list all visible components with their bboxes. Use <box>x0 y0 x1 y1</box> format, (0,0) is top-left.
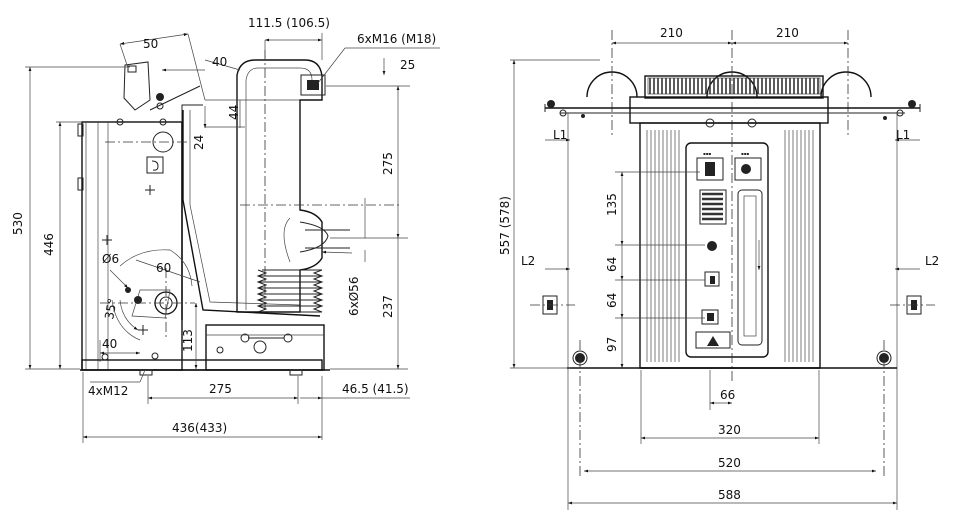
control-panel: ▪▪▪ ▪▪▪ <box>685 137 769 383</box>
side-grips <box>530 295 935 315</box>
side-dimension-lines <box>25 33 440 443</box>
dim-275-vertical: 275 <box>381 152 395 175</box>
dim-44: 44 <box>227 105 241 120</box>
front-body <box>639 118 821 369</box>
dim-overall-height: 557 (578) <box>498 196 512 255</box>
front-view: ▪▪▪ ▪▪▪ <box>498 26 939 510</box>
side-view: 50 40 111.5 (106.5) 6xM16 (M18) 25 44 24… <box>11 16 440 443</box>
label-l2-right: L2 <box>925 254 939 268</box>
dim-pitch-left: 210 <box>660 26 683 40</box>
dim-46-5: 46.5 (41.5) <box>342 382 409 396</box>
side-cabinet-outline <box>77 104 330 376</box>
dim-60: 60 <box>156 261 171 275</box>
top-mechanism <box>105 61 201 174</box>
dim-24: 24 <box>192 135 206 150</box>
top-comb <box>629 75 829 124</box>
dim-overall-depth: 436(433) <box>172 421 227 435</box>
dim-64-b: 64 <box>605 293 619 308</box>
label-l2-left: L2 <box>521 254 535 268</box>
dim-pitch-right: 210 <box>776 26 799 40</box>
label-contacts-spec: 6xØ56 <box>347 277 361 316</box>
dim-40-bottom: 40 <box>102 337 117 351</box>
dim-66: 66 <box>720 388 735 402</box>
dim-588: 588 <box>718 488 741 502</box>
label-mount-bolts: 4xM12 <box>88 384 128 398</box>
label-l1-left: L1 <box>553 128 567 142</box>
dim-237: 237 <box>381 295 395 318</box>
dim-520: 520 <box>718 456 741 470</box>
dim-530: 530 <box>11 212 25 235</box>
dim-64-a: 64 <box>605 257 619 272</box>
label-hole-dia: Ø6 <box>102 252 119 266</box>
dim-terminal-offset: 111.5 (106.5) <box>248 16 330 30</box>
contact-springs <box>256 269 324 313</box>
top-bar <box>544 100 921 370</box>
label-l1-right: L1 <box>896 128 910 142</box>
pole-column <box>236 50 400 313</box>
label-bolt-spec-top: 6xM16 (M18) <box>357 32 436 46</box>
dim-97: 97 <box>605 337 619 352</box>
front-dimension-lines <box>510 41 920 510</box>
dim-446: 446 <box>42 233 56 256</box>
dim-40-top: 40 <box>212 55 227 69</box>
dim-135: 135 <box>605 193 619 216</box>
dim-113: 113 <box>181 329 195 352</box>
dim-320: 320 <box>718 423 741 437</box>
dim-25: 25 <box>400 58 415 72</box>
dim-50: 50 <box>143 37 158 51</box>
svg-text:▪▪▪: ▪▪▪ <box>741 151 749 156</box>
lower-drive <box>100 185 293 361</box>
label-angle-35: 35° <box>102 297 119 320</box>
svg-text:▪▪▪: ▪▪▪ <box>703 151 711 156</box>
dim-275-horizontal: 275 <box>209 382 232 396</box>
